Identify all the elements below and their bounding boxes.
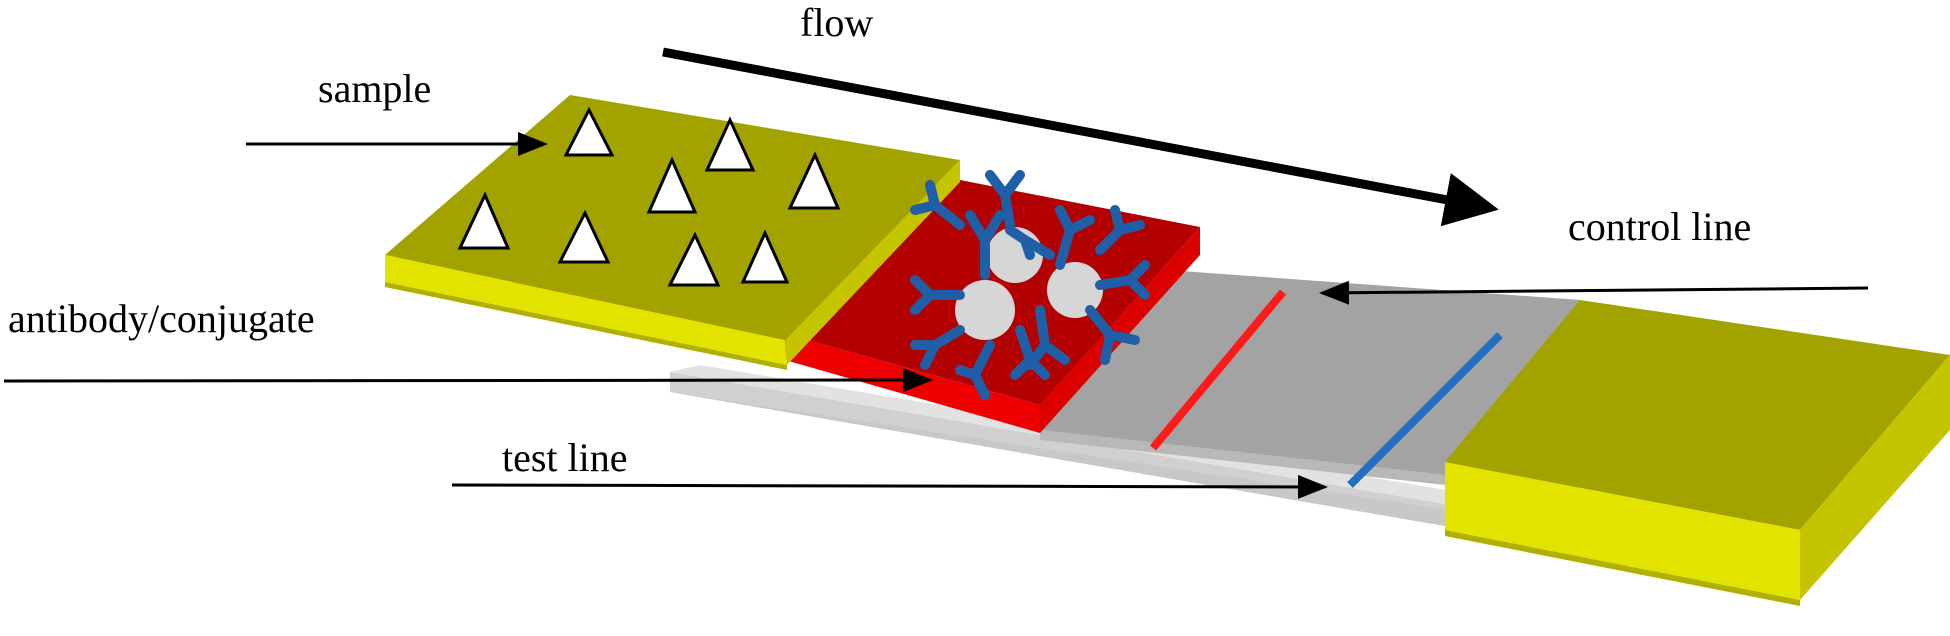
analyte-triangle-icon (740, 229, 790, 284)
antibody-y-icon (1095, 260, 1150, 300)
control-line-label: control line (1568, 204, 1751, 249)
antibody-y-icon (1085, 305, 1140, 365)
flow-arrow (662, 47, 1499, 227)
antibody-y-icon (1055, 205, 1095, 270)
control-line (1149, 289, 1287, 451)
analyte-triangle-icon (557, 209, 611, 264)
antibody-y-icon (955, 340, 995, 400)
absorbent-pad (1445, 300, 1950, 606)
antibody-y-icon (965, 210, 1005, 280)
sample-label: sample (318, 66, 431, 111)
antibody-conjugate-label: antibody/conjugate (8, 296, 315, 341)
antibody-y-icon (1010, 325, 1050, 380)
test-line-label: test line (502, 435, 628, 480)
flow-label: flow (800, 0, 873, 45)
antibody-y-icon (910, 325, 965, 370)
antibody-y-icon (1095, 205, 1145, 255)
antibody-y-icon (910, 180, 965, 230)
analyte-triangle-icon (787, 151, 841, 210)
test-line-arrow (451, 474, 1328, 499)
analyte-triangle-icon (646, 156, 698, 214)
antibody-y-icon (910, 275, 965, 315)
antibody-y-icon (1005, 225, 1055, 260)
antigen-bead-icon (1047, 262, 1103, 318)
analyte-triangle-icon (563, 106, 615, 157)
antigen-bead-icon (955, 280, 1015, 340)
test-line (1347, 332, 1503, 488)
control-line-arrow (1319, 280, 1869, 305)
antibody-complexes (910, 170, 1150, 400)
analyte-triangle-icon (667, 231, 721, 287)
sample-analytes (457, 106, 841, 287)
analyte-triangle-icon (704, 116, 756, 172)
antibody-conjugate-arrow (3, 368, 933, 393)
analyte-triangle-icon (457, 191, 511, 250)
antibody-y-icon (985, 170, 1025, 230)
